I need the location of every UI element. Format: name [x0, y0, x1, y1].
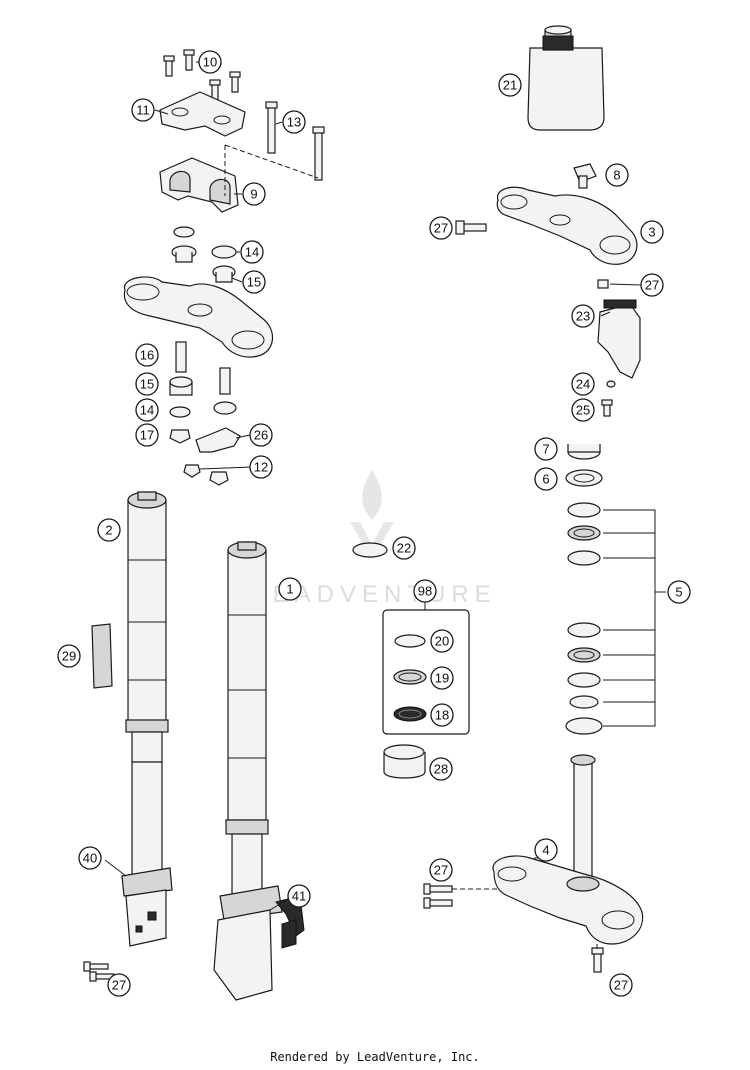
svg-text:19: 19	[435, 671, 449, 686]
svg-text:27: 27	[112, 978, 126, 993]
svg-text:27: 27	[434, 863, 448, 878]
upper-triple-clamp-left	[123, 276, 273, 358]
svg-text:2: 2	[105, 523, 112, 538]
seal-kit-group	[352, 542, 470, 779]
svg-text:15: 15	[140, 377, 154, 392]
axle-bolt	[83, 961, 115, 982]
upper-clamp	[159, 91, 246, 137]
svg-text:11: 11	[136, 103, 150, 118]
svg-text:27: 27	[434, 221, 448, 236]
svg-text:7: 7	[542, 442, 549, 457]
svg-text:22: 22	[397, 541, 411, 556]
holder	[597, 303, 641, 379]
callout-14: 14	[240, 240, 264, 264]
callout-98: 98	[413, 579, 437, 603]
svg-text:9: 9	[250, 187, 257, 202]
svg-text:14: 14	[140, 403, 154, 418]
callout-15: 15	[135, 372, 159, 396]
callout-5: 5	[667, 580, 691, 604]
footer-credit: Rendered by LeadVenture, Inc.	[270, 1050, 480, 1064]
svg-text:1: 1	[286, 582, 293, 597]
svg-text:8: 8	[613, 168, 620, 183]
callout-17: 17	[135, 423, 159, 447]
callout-2: 2	[97, 518, 121, 542]
callout-27: 27	[107, 973, 131, 997]
seal-ring	[352, 542, 388, 558]
callout-1: 1	[278, 577, 302, 601]
fork-leg-right	[213, 541, 305, 1001]
svg-text:27: 27	[645, 278, 659, 293]
svg-text:25: 25	[576, 403, 590, 418]
bracket	[195, 427, 241, 453]
callout-13: 13	[282, 110, 306, 134]
svg-text:16: 16	[140, 348, 154, 363]
callout-7: 7	[534, 437, 558, 461]
callout-19: 19	[430, 666, 454, 690]
callout-27: 27	[609, 973, 633, 997]
kit-box	[382, 609, 470, 735]
callout-26: 26	[249, 423, 273, 447]
lower-triple-clamp	[423, 754, 644, 973]
pin	[175, 341, 187, 373]
callout-25: 25	[571, 398, 595, 422]
svg-text:28: 28	[434, 762, 448, 777]
svg-text:10: 10	[203, 55, 217, 70]
svg-text:6: 6	[542, 472, 549, 487]
svg-text:4: 4	[542, 843, 549, 858]
svg-text:13: 13	[287, 115, 301, 130]
callout-29: 29	[57, 644, 81, 668]
callouts: 10 11 13 9 14 15 16 15 14 17 26 12 21 8 …	[57, 50, 691, 997]
svg-text:3: 3	[648, 225, 655, 240]
callout-24: 24	[571, 372, 595, 396]
svg-text:14: 14	[245, 245, 259, 260]
callout-4: 4	[534, 838, 558, 862]
svg-text:17: 17	[140, 428, 154, 443]
svg-text:12: 12	[254, 460, 268, 475]
oil-bottle	[527, 25, 605, 131]
callout-10: 10	[198, 50, 222, 74]
callout-41: 41	[287, 884, 311, 908]
svg-text:27: 27	[614, 978, 628, 993]
fork-leg-left	[121, 491, 173, 947]
right-top-group	[455, 25, 641, 487]
upper-triple-clamp-right	[496, 186, 638, 265]
svg-text:29: 29	[62, 649, 76, 664]
callout-16: 16	[135, 343, 159, 367]
callout-40: 40	[78, 846, 102, 870]
callout-27: 27	[640, 273, 664, 297]
callout-20: 20	[430, 629, 454, 653]
svg-text:5: 5	[675, 585, 682, 600]
callout-18: 18	[430, 703, 454, 727]
callout-8: 8	[605, 163, 629, 187]
callout-11: 11	[131, 98, 155, 122]
svg-text:20: 20	[435, 634, 449, 649]
handlebar-clamp-group	[123, 49, 325, 486]
callout-27: 27	[429, 858, 453, 882]
svg-text:21: 21	[503, 78, 517, 93]
callout-12: 12	[249, 455, 273, 479]
svg-text:24: 24	[576, 377, 590, 392]
long-bolt	[265, 101, 325, 181]
fork-protector	[91, 623, 113, 689]
svg-text:23: 23	[576, 309, 590, 324]
damper-washer	[211, 245, 237, 259]
bearing-stack	[565, 502, 666, 735]
svg-text:41: 41	[292, 889, 306, 904]
svg-text:18: 18	[435, 708, 449, 723]
callout-6: 6	[534, 467, 558, 491]
svg-text:26: 26	[254, 428, 268, 443]
callout-9: 9	[242, 182, 266, 206]
callout-3: 3	[640, 220, 664, 244]
callout-14: 14	[135, 398, 159, 422]
callout-15: 15	[242, 270, 266, 294]
svg-text:98: 98	[418, 584, 432, 599]
callout-22: 22	[392, 536, 416, 560]
callout-23: 23	[571, 304, 595, 328]
callout-21: 21	[498, 73, 522, 97]
svg-text:40: 40	[83, 851, 97, 866]
callout-27: 27	[429, 216, 453, 240]
svg-text:15: 15	[247, 275, 261, 290]
callout-28: 28	[429, 757, 453, 781]
